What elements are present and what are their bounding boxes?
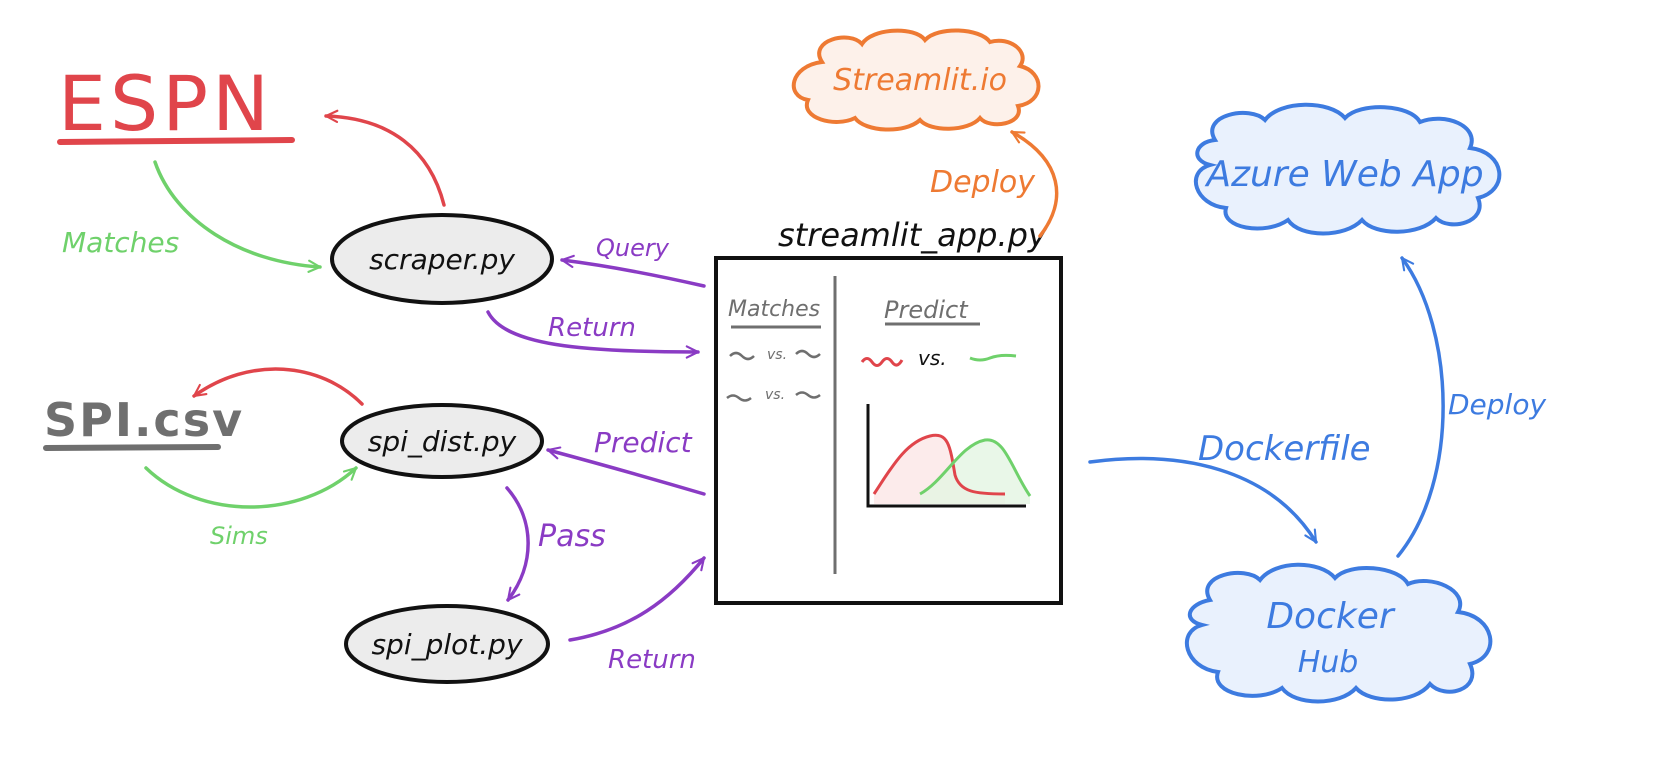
arrow-scraper-return-app <box>486 310 700 359</box>
red-distribution-fill <box>874 435 1005 504</box>
spi-plot-node: spi_plot.py <box>344 604 550 684</box>
docker-hub-label-line1: Docker <box>1266 596 1396 637</box>
arrow-spi-dist-to-spi-csv <box>192 367 364 406</box>
arrow-app-predict-spi-dist <box>546 446 706 496</box>
home-team-squiggle <box>860 357 904 367</box>
team-squiggle-a1 <box>729 351 755 361</box>
arrow-app-dockerfile-docker-hub <box>1088 456 1318 544</box>
green-distribution-curve <box>919 438 1032 497</box>
return-bottom-edge-label: Return <box>608 645 696 675</box>
spi-dist-label: spi_dist.py <box>368 425 517 458</box>
docker-hub-cloud: Docker Hub <box>1184 562 1493 704</box>
away-team-squiggle <box>969 353 1017 362</box>
arrow-spi-plot-return-app <box>568 556 706 642</box>
espn-underline <box>57 137 295 145</box>
app-title: streamlit_app.py <box>778 216 1048 254</box>
streamlit-app-window: streamlit_app.py Matches vs. vs. Predict… <box>714 216 1063 605</box>
arrow-app-query-scraper <box>560 254 706 288</box>
team-squiggle-a2 <box>726 394 752 402</box>
arrow-scraper-to-espn <box>324 109 446 207</box>
matches-header: Matches <box>728 297 820 322</box>
azure-web-app-cloud: Azure Web App <box>1193 102 1502 236</box>
arrow-docker-hub-deploy-azure <box>1396 256 1445 558</box>
deploy-azure-edge-label: Deploy <box>1448 388 1546 421</box>
espn-source: ESPN <box>57 59 295 148</box>
arrow-spi-csv-to-spi-dist <box>144 466 358 509</box>
red-distribution-curve <box>872 433 1006 496</box>
arrow-app-deploy-streamlit <box>1010 130 1059 238</box>
predict-vs: vs. <box>918 346 947 370</box>
arrow-spi-dist-pass-spi-plot <box>505 486 530 602</box>
team-squiggle-b2 <box>795 391 821 399</box>
arrow-espn-to-scraper <box>153 160 322 273</box>
query-edge-label: Query <box>596 234 670 262</box>
spi-csv-underline <box>43 444 221 451</box>
docker-hub-label-line2: Hub <box>1298 645 1359 680</box>
spi-dist-node: spi_dist.py <box>340 403 544 479</box>
matches-edge-label: Matches <box>62 226 179 259</box>
matches-vs-2: vs. <box>765 387 785 403</box>
green-distribution-fill <box>920 439 1030 504</box>
plot-axes <box>866 404 1026 508</box>
spi-csv-source: SPI.csv <box>43 393 244 451</box>
predict-edge-label: Predict <box>594 426 693 459</box>
sims-edge-label: Sims <box>210 522 268 550</box>
pass-edge-label: Pass <box>538 519 606 554</box>
azure-web-app-label: Azure Web App <box>1204 154 1483 195</box>
team-squiggle-b1 <box>795 349 821 359</box>
streamlit-io-label: Streamlit.io <box>833 63 1007 98</box>
predict-header: Predict <box>884 296 969 324</box>
dockerfile-edge-label: Dockerfile <box>1198 429 1371 469</box>
deploy-streamlit-edge-label: Deploy <box>930 165 1036 200</box>
return-top-edge-label: Return <box>548 313 636 343</box>
streamlit-io-cloud: Streamlit.io <box>791 28 1041 132</box>
spi-plot-label: spi_plot.py <box>371 628 522 661</box>
spi-csv-label: SPI.csv <box>44 393 244 447</box>
matches-vs-1: vs. <box>767 347 787 363</box>
espn-label: ESPN <box>58 59 273 148</box>
scraper-node: scraper.py <box>330 213 554 305</box>
scraper-label: scraper.py <box>369 243 515 276</box>
